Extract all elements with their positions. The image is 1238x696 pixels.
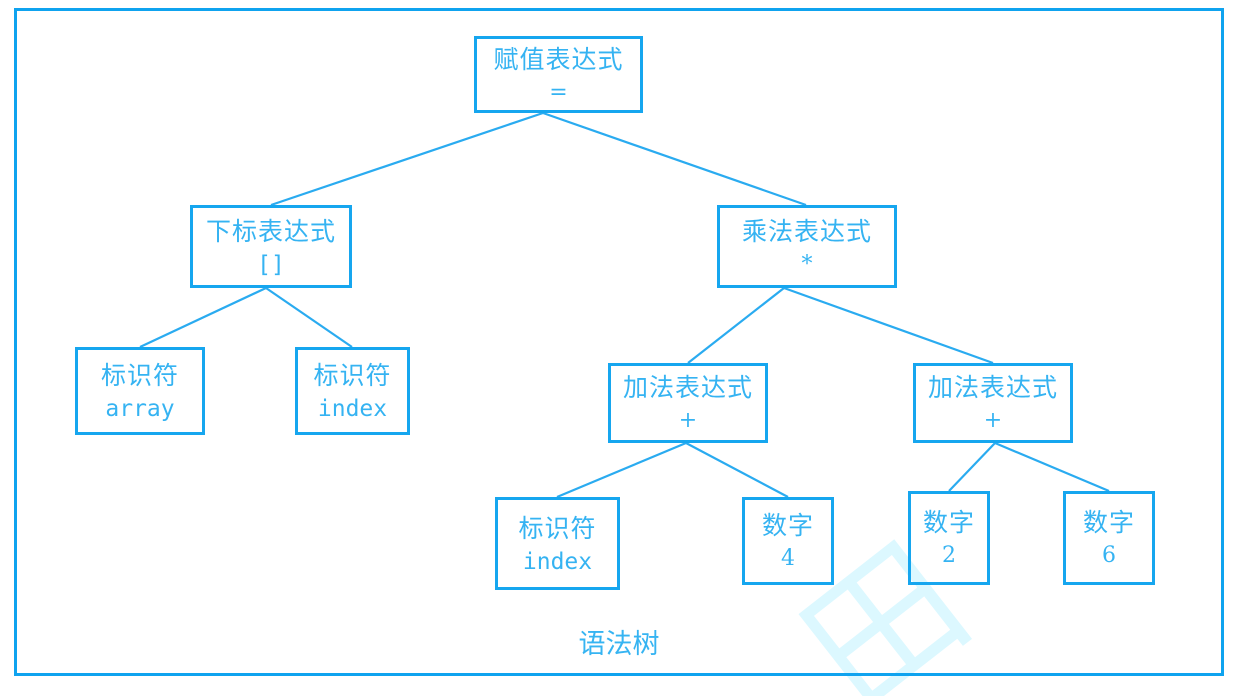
tree-node-num-6[interactable]: 数字 6	[1063, 491, 1155, 585]
node-value-label: 2	[942, 543, 956, 568]
node-type-label: 数字	[1082, 508, 1135, 537]
node-value-label: *	[801, 251, 813, 277]
node-type-label: 标识符	[100, 361, 179, 390]
node-value-label: array	[105, 396, 175, 422]
tree-node-num-2[interactable]: 数字 2	[908, 491, 990, 585]
node-value-label: 4	[781, 546, 795, 571]
node-value-label: []	[257, 251, 285, 278]
node-type-label: 赋值表达式	[493, 44, 624, 74]
node-type-label: 数字	[761, 511, 814, 540]
diagram-caption: 语法树	[578, 629, 660, 660]
tree-node-ident-array[interactable]: 标识符 array	[75, 347, 205, 435]
node-value-label: +	[678, 408, 698, 433]
diagram-frame	[14, 8, 1224, 676]
node-value-label: 6	[1102, 543, 1116, 568]
tree-node-multiply[interactable]: 乘法表达式 *	[717, 205, 897, 288]
node-value-label: +	[983, 408, 1003, 433]
node-value-label: index	[522, 548, 593, 575]
node-type-label: 乘法表达式	[741, 216, 872, 246]
node-value-label: =	[549, 79, 568, 105]
node-type-label: 标识符	[313, 361, 392, 390]
tree-node-ident-index-2[interactable]: 标识符 index	[495, 497, 620, 590]
tree-node-add-left[interactable]: 加法表达式 +	[608, 363, 768, 443]
tree-node-num-4[interactable]: 数字 4	[742, 497, 834, 585]
node-type-label: 下标表达式	[205, 216, 336, 246]
node-type-label: 加法表达式	[927, 373, 1058, 402]
tree-node-add-right[interactable]: 加法表达式 +	[913, 363, 1073, 443]
tree-node-ident-index-1[interactable]: 标识符 index	[295, 347, 410, 435]
node-type-label: 数字	[922, 508, 975, 537]
node-type-label: 加法表达式	[622, 373, 753, 402]
tree-node-subscript[interactable]: 下标表达式 []	[190, 205, 352, 288]
node-value-label: index	[317, 396, 388, 422]
tree-node-root[interactable]: 赋值表达式 =	[474, 36, 643, 113]
node-type-label: 标识符	[518, 513, 597, 543]
